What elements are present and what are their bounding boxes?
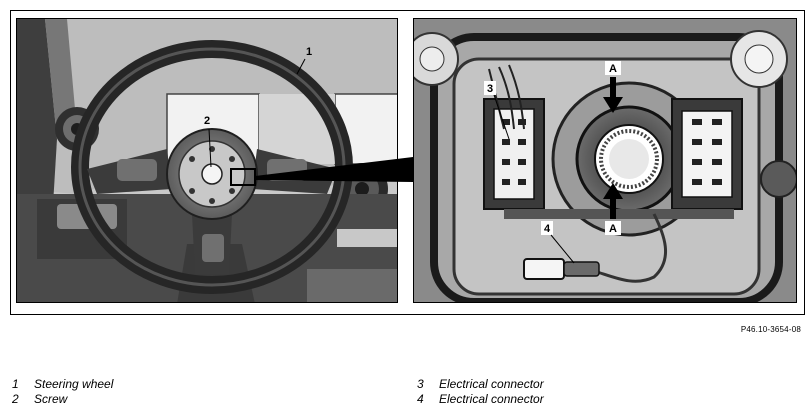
callout-screw: 2	[204, 115, 210, 127]
steering-wheel-overview-image: 1 2	[16, 18, 398, 303]
legend-number: 2	[12, 392, 19, 406]
figure-code: P46.10-3654-08	[740, 325, 801, 334]
legend-left: 1 Steering wheel 2 Screw	[12, 377, 113, 407]
callout-steering-wheel: 1	[306, 46, 312, 58]
legend-item: 3 Electrical connector	[417, 377, 544, 392]
legend-item: 1 Steering wheel	[12, 377, 113, 392]
legend-number: 1	[12, 377, 19, 391]
legend-label: Electrical connector	[439, 392, 544, 406]
connector-detail-image: A A 3 4	[413, 18, 797, 303]
legend-item: 4 Electrical connector	[417, 392, 544, 407]
legend-label: Screw	[34, 392, 68, 406]
legend-label: Electrical connector	[439, 377, 544, 391]
callout-arrow-a-top: A	[609, 63, 617, 75]
callout-arrow-a-bottom: A	[609, 223, 617, 235]
legend-number: 4	[417, 392, 424, 406]
callout-connector-4: 4	[544, 223, 551, 235]
legend-item: 2 Screw	[12, 392, 113, 407]
callout-connector-3: 3	[487, 83, 493, 95]
legend-label: Steering wheel	[34, 377, 114, 391]
legend-number: 3	[417, 377, 424, 391]
